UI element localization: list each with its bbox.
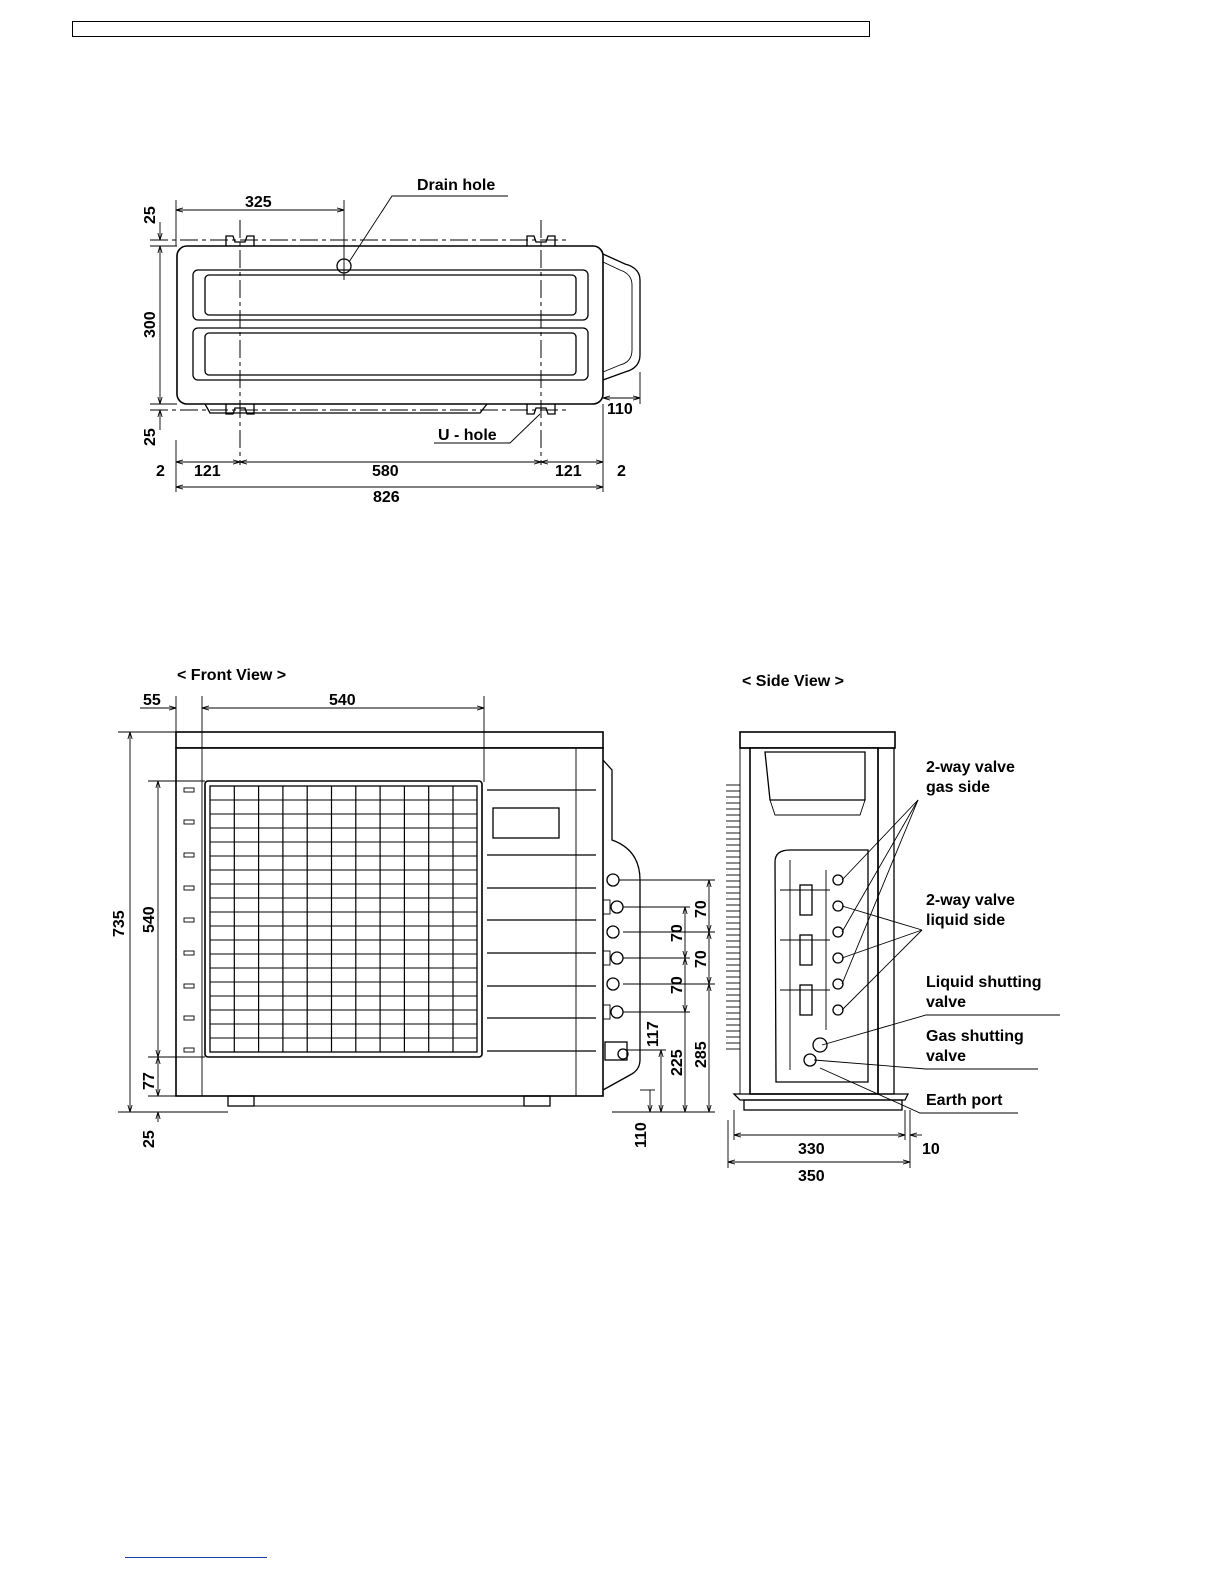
- valve-cover: [603, 254, 640, 380]
- dimension-label: 325: [245, 194, 272, 211]
- dimension-label: 117: [645, 1021, 662, 1047]
- dimension-label: 10: [922, 1141, 940, 1158]
- gas-shutting-label: Gas shutting: [926, 1028, 1024, 1045]
- dimension-label: 540: [329, 692, 356, 709]
- top-view: Drain hole U - hole 325 25 300 25 2 121 …: [142, 177, 640, 506]
- dimension-label: 121: [555, 463, 582, 480]
- side-view-title: < Side View >: [742, 673, 844, 690]
- dimension-label: 25: [142, 428, 159, 446]
- drain-hole-label: Drain hole: [417, 177, 495, 194]
- liquid-shutting-label: valve: [926, 994, 966, 1011]
- dimension-label: 350: [798, 1168, 825, 1185]
- earth-port-label: Earth port: [926, 1092, 1003, 1109]
- dimension-label: 285: [693, 1041, 710, 1068]
- two-way-gas-label: gas side: [926, 779, 990, 796]
- dimension-label: 77: [141, 1072, 158, 1090]
- dimension-label: 70: [669, 924, 686, 942]
- dimension-label: 300: [142, 311, 159, 338]
- dimension-label: 2: [617, 463, 626, 480]
- front-view: < Front View >: [111, 667, 715, 1148]
- dimension-label: 110: [633, 1122, 650, 1148]
- pipe-connections: [603, 874, 628, 1060]
- gas-shutting-label: valve: [926, 1048, 966, 1065]
- front-view-title: < Front View >: [177, 667, 286, 684]
- dimension-label: 70: [693, 950, 710, 968]
- side-view: < Side View >: [726, 673, 1060, 1185]
- dimension-label: 25: [142, 206, 159, 224]
- dimension-label: 55: [143, 692, 161, 709]
- footer-link[interactable]: [125, 1557, 267, 1558]
- side-fins: [726, 785, 740, 1049]
- liquid-shutting-label: Liquid shutting: [926, 974, 1042, 991]
- u-hole-label: U - hole: [438, 427, 497, 444]
- dimension-label: 70: [693, 900, 710, 918]
- dimension-label: 735: [111, 910, 128, 937]
- front-view-top-panel: [176, 732, 603, 748]
- two-way-liquid-label: 2-way valve: [926, 892, 1015, 909]
- dimension-label: 580: [372, 463, 399, 480]
- dimension-label: 25: [141, 1130, 158, 1148]
- dimension-label: 330: [798, 1141, 825, 1158]
- dimension-label: 110: [607, 401, 633, 418]
- dimension-label: 826: [373, 489, 400, 506]
- dimension-label: 121: [194, 463, 221, 480]
- dimension-label: 2: [156, 463, 165, 480]
- dimension-label: 540: [141, 906, 158, 933]
- fan-grille: [205, 781, 482, 1057]
- two-way-liquid-label: liquid side: [926, 912, 1005, 929]
- two-way-gas-label: 2-way valve: [926, 759, 1015, 776]
- dimension-label: 225: [669, 1049, 686, 1076]
- dimension-label: 70: [669, 976, 686, 994]
